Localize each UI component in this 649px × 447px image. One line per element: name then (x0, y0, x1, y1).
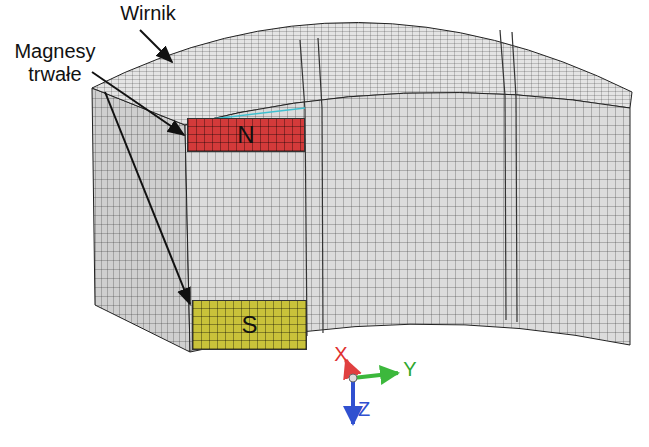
pole-letter: N (237, 123, 254, 147)
front-face (185, 92, 630, 352)
pole-slots (300, 30, 517, 336)
magnet-south: S (192, 300, 307, 350)
magnet-north: N (187, 118, 305, 152)
axis-label: Z (356, 398, 372, 421)
leader-lines (92, 30, 190, 304)
end-face (92, 88, 190, 352)
axis-triad (346, 360, 398, 424)
part-label: Magnesy trwałe (0, 40, 110, 86)
pole-letter: S (241, 313, 257, 337)
axis-label: X (333, 343, 349, 366)
part-label: Wirnik (108, 2, 188, 25)
axis-label: Y (402, 358, 418, 381)
